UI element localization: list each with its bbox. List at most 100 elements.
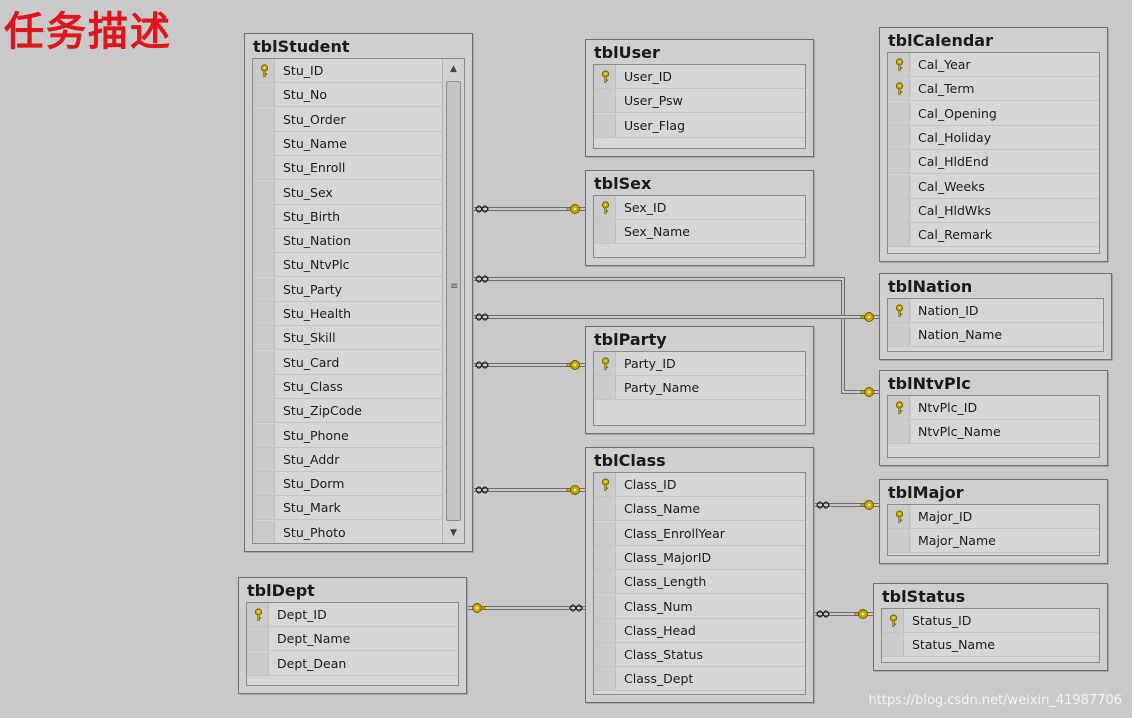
column-row[interactable]: Cal_Term	[888, 77, 1099, 102]
column-row[interactable]: Stu_Addr	[253, 447, 442, 472]
relationship-tblstudent-tblnation	[473, 312, 879, 322]
column-row[interactable]: Class_Head	[594, 618, 805, 643]
column-row[interactable]: Class_EnrollYear	[594, 521, 805, 546]
column-name: Stu_Sex	[283, 184, 333, 200]
column-row[interactable]: Cal_Year	[888, 53, 1099, 77]
column-row[interactable]: Stu_Mark	[253, 496, 442, 521]
column-name: Major_ID	[918, 509, 973, 524]
relationship-tblstudent-tblsex	[473, 204, 585, 214]
grip-icon: ≡	[450, 281, 459, 292]
column-row[interactable]: Stu_Dorm	[253, 472, 442, 497]
column-name: Stu_Class	[283, 378, 343, 394]
primary-key-icon	[895, 304, 904, 318]
row-selector	[594, 113, 616, 137]
column-row[interactable]: Nation_Name	[888, 323, 1103, 348]
column-row[interactable]: Dept_Name	[247, 627, 458, 652]
primary-key-icon	[895, 82, 904, 96]
column-name: Stu_Skill	[283, 330, 336, 346]
column-name: Cal_HldEnd	[918, 154, 989, 170]
column-name: Cal_Weeks	[918, 178, 985, 194]
column-row[interactable]: Stu_Skill	[253, 326, 442, 351]
column-row[interactable]: Status_Name	[882, 633, 1099, 658]
many-end-infinity-icon	[475, 205, 489, 213]
column-row[interactable]: Major_ID	[888, 505, 1099, 529]
column-row[interactable]: Class_Num	[594, 594, 805, 619]
scroll-thumb[interactable]: ≡	[446, 81, 461, 521]
column-row[interactable]: Stu_Health	[253, 302, 442, 326]
column-row[interactable]: Cal_Weeks	[888, 174, 1099, 199]
column-row[interactable]: Status_ID	[882, 609, 1099, 633]
column-row[interactable]: Stu_Class	[253, 374, 442, 399]
column-row[interactable]: Stu_Name	[253, 131, 442, 156]
column-row[interactable]: Cal_Opening	[888, 101, 1099, 126]
column-row[interactable]: User_Flag	[594, 113, 805, 138]
many-end-infinity-icon	[569, 604, 583, 612]
column-row[interactable]: Cal_HldWks	[888, 198, 1099, 223]
column-row[interactable]: Class_Name	[594, 497, 805, 522]
column-row[interactable]: Stu_Order	[253, 107, 442, 132]
column-row[interactable]: Stu_Card	[253, 350, 442, 375]
column-row[interactable]: Stu_Party	[253, 277, 442, 302]
column-row[interactable]: Stu_Phone	[253, 423, 442, 448]
column-name: Party_Name	[624, 380, 700, 396]
key-hole	[573, 488, 577, 492]
column-row[interactable]: User_ID	[594, 65, 805, 89]
column-name: Party_ID	[624, 356, 676, 371]
column-row[interactable]: Stu_Photo	[253, 520, 442, 543]
column-row[interactable]: Cal_Holiday	[888, 125, 1099, 150]
column-row[interactable]: Party_Name	[594, 376, 805, 401]
column-row[interactable]: Party_ID	[594, 352, 805, 376]
column-row[interactable]: User_Psw	[594, 89, 805, 114]
table-title: tblStudent	[253, 37, 350, 56]
column-row[interactable]: Stu_ID	[253, 59, 442, 83]
column-name: NtvPlc_Name	[918, 424, 1001, 440]
column-row[interactable]: Dept_Dean	[247, 651, 458, 676]
table-title: tblNation	[888, 277, 973, 296]
column-row[interactable]: Stu_NtvPlc	[253, 253, 442, 278]
column-name: Cal_HldWks	[918, 202, 992, 218]
column-row[interactable]: Cal_HldEnd	[888, 150, 1099, 175]
column-row[interactable]: NtvPlc_Name	[888, 420, 1099, 445]
column-row[interactable]: Stu_Nation	[253, 229, 442, 254]
column-row[interactable]: Stu_No	[253, 83, 442, 108]
column-name: Dept_ID	[277, 607, 327, 622]
column-row[interactable]: Dept_ID	[247, 603, 458, 627]
column-row[interactable]: Major_Name	[888, 529, 1099, 554]
column-row[interactable]: NtvPlc_ID	[888, 396, 1099, 420]
column-row[interactable]: Class_ID	[594, 473, 805, 497]
vertical-scrollbar[interactable]: ▲ ≡ ▼	[442, 59, 464, 543]
row-selector	[594, 521, 616, 545]
row-selector	[247, 603, 269, 626]
relationship-tblstudent-tblntvplc	[473, 275, 879, 397]
column-row[interactable]: Class_Status	[594, 643, 805, 668]
column-row[interactable]: Class_MajorID	[594, 545, 805, 570]
column-row[interactable]: Stu_Birth	[253, 204, 442, 229]
row-selector	[594, 570, 616, 594]
column-row[interactable]: Sex_ID	[594, 196, 805, 220]
column-row[interactable]: Stu_ZipCode	[253, 399, 442, 424]
column-row[interactable]: Class_Dept	[594, 667, 805, 692]
column-row[interactable]: Class_Length	[594, 570, 805, 595]
scroll-up-icon[interactable]: ▲	[450, 64, 457, 74]
column-row[interactable]: Nation_ID	[888, 299, 1103, 323]
column-row[interactable]: Sex_Name	[594, 220, 805, 245]
column-row[interactable]: Stu_Enroll	[253, 156, 442, 181]
column-row[interactable]: Stu_Sex	[253, 180, 442, 205]
table-title: tblNtvPlc	[888, 374, 971, 393]
column-name: Class_Dept	[624, 671, 694, 687]
scroll-down-icon[interactable]: ▼	[450, 528, 457, 538]
column-row[interactable]: Cal_Remark	[888, 223, 1099, 248]
key-hole	[867, 315, 871, 319]
